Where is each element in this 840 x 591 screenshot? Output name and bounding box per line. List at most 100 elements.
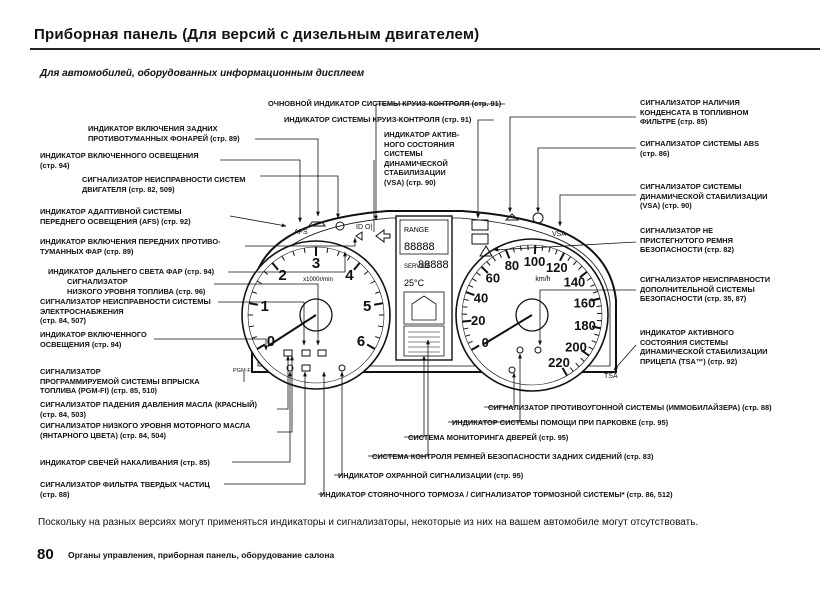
speedo-tick xyxy=(541,245,544,251)
tach-tick xyxy=(248,302,259,306)
tach-tick xyxy=(375,336,381,339)
speedo-tick xyxy=(567,256,571,262)
speedo-tick xyxy=(463,298,469,301)
speedo-tick xyxy=(591,340,597,344)
tach-label: 1 xyxy=(261,298,269,315)
callout-vsa: СИГНАЛИЗАТОР СИСТЕМЫ ДИНАМИЧЕСКОЙ СТАБИЛ… xyxy=(640,182,768,211)
speedo-tick xyxy=(591,297,601,302)
callout-cruise-main: ОЧНОВНОЙ ИНДИКАТОР СИСТЕМЫ КРУИЗ-КОНТРОЛ… xyxy=(268,99,502,108)
charging-icon xyxy=(301,349,311,357)
tach-tick xyxy=(337,250,340,256)
speedo-tick xyxy=(467,340,473,344)
alarm-icon xyxy=(338,364,346,372)
speedo-tick xyxy=(486,261,491,266)
callout-rear-belts: СИСТЕМА КОНТРОЛЯ РЕМНЕЙ БЕЗОПАСНОСТИ ЗАД… xyxy=(372,452,654,461)
tach-label: 4 xyxy=(345,267,354,284)
speedo-tick xyxy=(596,305,602,308)
glow-plug-icon xyxy=(286,364,294,372)
page-number: 80 xyxy=(37,546,54,563)
callout-engine-malfunction: СИГНАЛИЗАТОР НЕИСПРАВНОСТИ СИСТЕМ ДВИГАТ… xyxy=(82,175,246,194)
callout-charging: СИГНАЛИЗАТОР НЕИСПРАВНОСТИ СИСТЕМЫ ЭЛЕКТ… xyxy=(40,297,211,326)
lights-on-icon xyxy=(335,221,345,231)
pgmfi-mark: PGM-FI xyxy=(233,368,253,374)
tach-unit: x1000r/min xyxy=(303,277,333,283)
speedo-tick xyxy=(591,325,601,330)
speedo-tick xyxy=(572,260,577,266)
tach-label: 6 xyxy=(357,333,365,350)
callout-alarm: ИНДИКАТОР ОХРАННОЙ СИГНАЛИЗАЦИИ (стр. 95… xyxy=(338,471,524,480)
speedo-tick xyxy=(575,362,580,368)
tach-tick xyxy=(248,325,255,328)
speedo-tick xyxy=(480,265,489,274)
tach-label: 3 xyxy=(312,255,320,272)
callout-seatbelt: СИГНАЛИЗАТОР НЕ ПРИСТЕГНУТОГО РЕМНЯ БЕЗО… xyxy=(640,226,734,255)
speedo-label: 120 xyxy=(546,260,568,275)
callout-vsa-active: ИНДИКАТОР АКТИВ- НОГО СОСТОЯНИЯ СИСТЕМЫ … xyxy=(384,130,460,187)
tachometer: 0 12 3 45 6 x1000r/min xyxy=(241,240,391,390)
tach-tick xyxy=(366,343,376,350)
tsa-mark: TSA xyxy=(604,373,618,380)
speedo-tick xyxy=(580,357,585,362)
seatbelt-warning-icon xyxy=(479,245,493,257)
speedo-label: 160 xyxy=(574,295,596,310)
tach-tick xyxy=(251,291,257,294)
tach-tick xyxy=(373,302,384,306)
cruise-control-icon xyxy=(471,233,489,245)
speedo-tick xyxy=(548,247,551,253)
callout-high-beam: ИНДИКАТОР ДАЛЬНЕГО СВЕТА ФАР (стр. 94) xyxy=(48,267,215,276)
speedo-tick xyxy=(470,344,480,351)
speedo-label: 40 xyxy=(474,290,488,305)
speedo-label: 80 xyxy=(505,258,519,273)
callout-tsa: ИНДИКАТОР АКТИВНОГО СОСТОЯНИЯ СИСТЕМЫ ДИ… xyxy=(640,328,768,366)
speedo-label: 180 xyxy=(574,318,596,333)
speedo-tick xyxy=(559,252,565,262)
speedo-tick xyxy=(498,252,502,258)
tach-label: 5 xyxy=(363,298,371,315)
speedo-tick xyxy=(581,349,590,357)
callout-pgmfi: СИГНАЛИЗАТОР ПРОГРАММИРУЕМОЙ СИСТЕМЫ ВПР… xyxy=(40,367,200,396)
footnote: Поскольку на разных версиях могут примен… xyxy=(38,517,699,528)
callout-oil-pressure: СИГНАЛИЗАТОР ПАДЕНИЯ ДАВЛЕНИЯ МАСЛА (КРА… xyxy=(40,400,257,419)
engine-check-icon xyxy=(308,221,326,227)
dpf-icon xyxy=(301,364,311,372)
tach-tick xyxy=(377,325,384,328)
display-temp: 25°C xyxy=(404,278,425,288)
speedo-label: 100 xyxy=(524,254,546,269)
vsa-off-icon xyxy=(375,229,391,243)
front-fog-icon xyxy=(355,231,363,241)
tach-tick xyxy=(251,336,257,339)
callout-brake: ИНДИКАТОР СТОЯНОЧНОГО ТОРМОЗА / СИГНАЛИЗ… xyxy=(320,490,673,499)
callout-lights-on-2: ИНДИКАТОР ВКЛЮЧЕННОГО ОСВЕЩЕНИЯ (стр. 94… xyxy=(40,330,147,349)
speedo-label: 220 xyxy=(548,355,570,370)
callout-oil-level: СИГНАЛИЗАТОР НИЗКОГО УРОВНЯ МОТОРНОГО МА… xyxy=(40,421,251,440)
speedo-tick xyxy=(588,346,594,350)
speedo-tick xyxy=(471,278,477,282)
display-range: RANGE xyxy=(404,227,429,234)
speedo-tick xyxy=(590,283,596,288)
speedo-tick xyxy=(512,247,515,253)
display-odo: 88888 xyxy=(418,259,449,271)
callout-dpf: СИГНАЛИЗАТОР ФИЛЬТРА ТВЕРДЫХ ЧАСТИЦ (стр… xyxy=(40,480,210,499)
water-in-fuel-icon xyxy=(504,213,520,221)
rear-fog-icon: ID O| xyxy=(356,224,372,231)
callout-srs: СИГНАЛИЗАТОР НЕИСПРАВНОСТИ ДОПОЛНИТЕЛЬНО… xyxy=(640,275,771,304)
speedo-tick xyxy=(586,277,592,281)
tach-label: 0 xyxy=(267,333,275,350)
callout-water-in-fuel: СИГНАЛИЗАТОР НАЛИЧИЯ КОНДЕНСАТА В ТОПЛИВ… xyxy=(640,98,749,127)
speedo-tick xyxy=(468,284,474,288)
speedo-label: 200 xyxy=(565,339,587,354)
tach-tick xyxy=(347,255,351,261)
speedo-label: 60 xyxy=(486,271,500,286)
speedo-tick xyxy=(463,327,469,330)
speedometer: 020406080100120140160180200220 km/h xyxy=(455,238,609,392)
speedo-tick xyxy=(505,249,511,259)
tach-tick xyxy=(292,250,295,256)
callout-glow-plug: ИНДИКАТОР СВЕЧЕЙ НАКАЛИВАНИЯ (стр. 85) xyxy=(40,458,210,467)
tach-tick xyxy=(256,343,266,350)
speedo-tick xyxy=(593,333,600,336)
speedo-tick xyxy=(578,265,583,270)
callout-afs: ИНДИКАТОР АДАПТИВНОЙ СИСТЕМЫ ПЕРЕДНЕГО О… xyxy=(40,207,191,226)
tach-label: 2 xyxy=(278,267,286,284)
title-rule xyxy=(30,48,820,50)
